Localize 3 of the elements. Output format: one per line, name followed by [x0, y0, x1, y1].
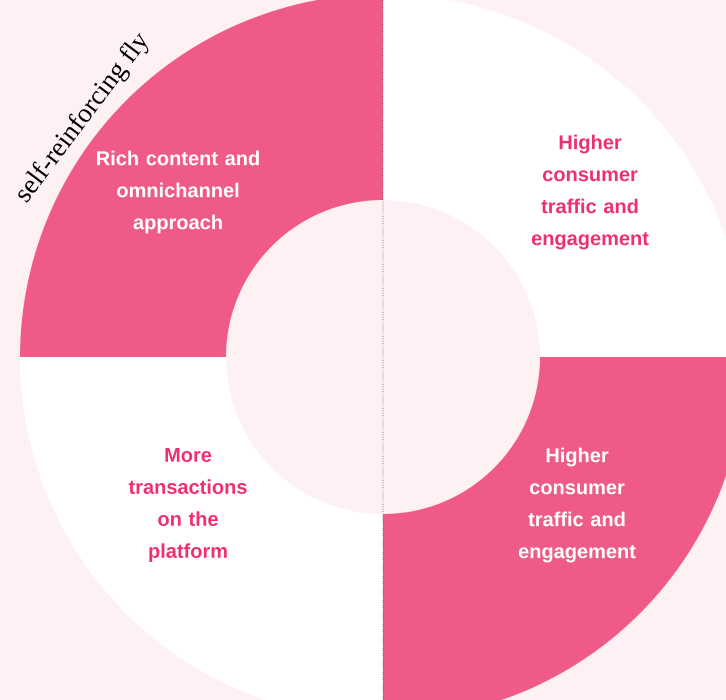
flywheel-segment: More transactions on the platform	[20, 357, 383, 700]
flywheel-segment: Higher consumer traffic and engagement	[383, 357, 726, 700]
flywheel-segment: Higher consumer traffic and engagement	[383, 0, 726, 357]
